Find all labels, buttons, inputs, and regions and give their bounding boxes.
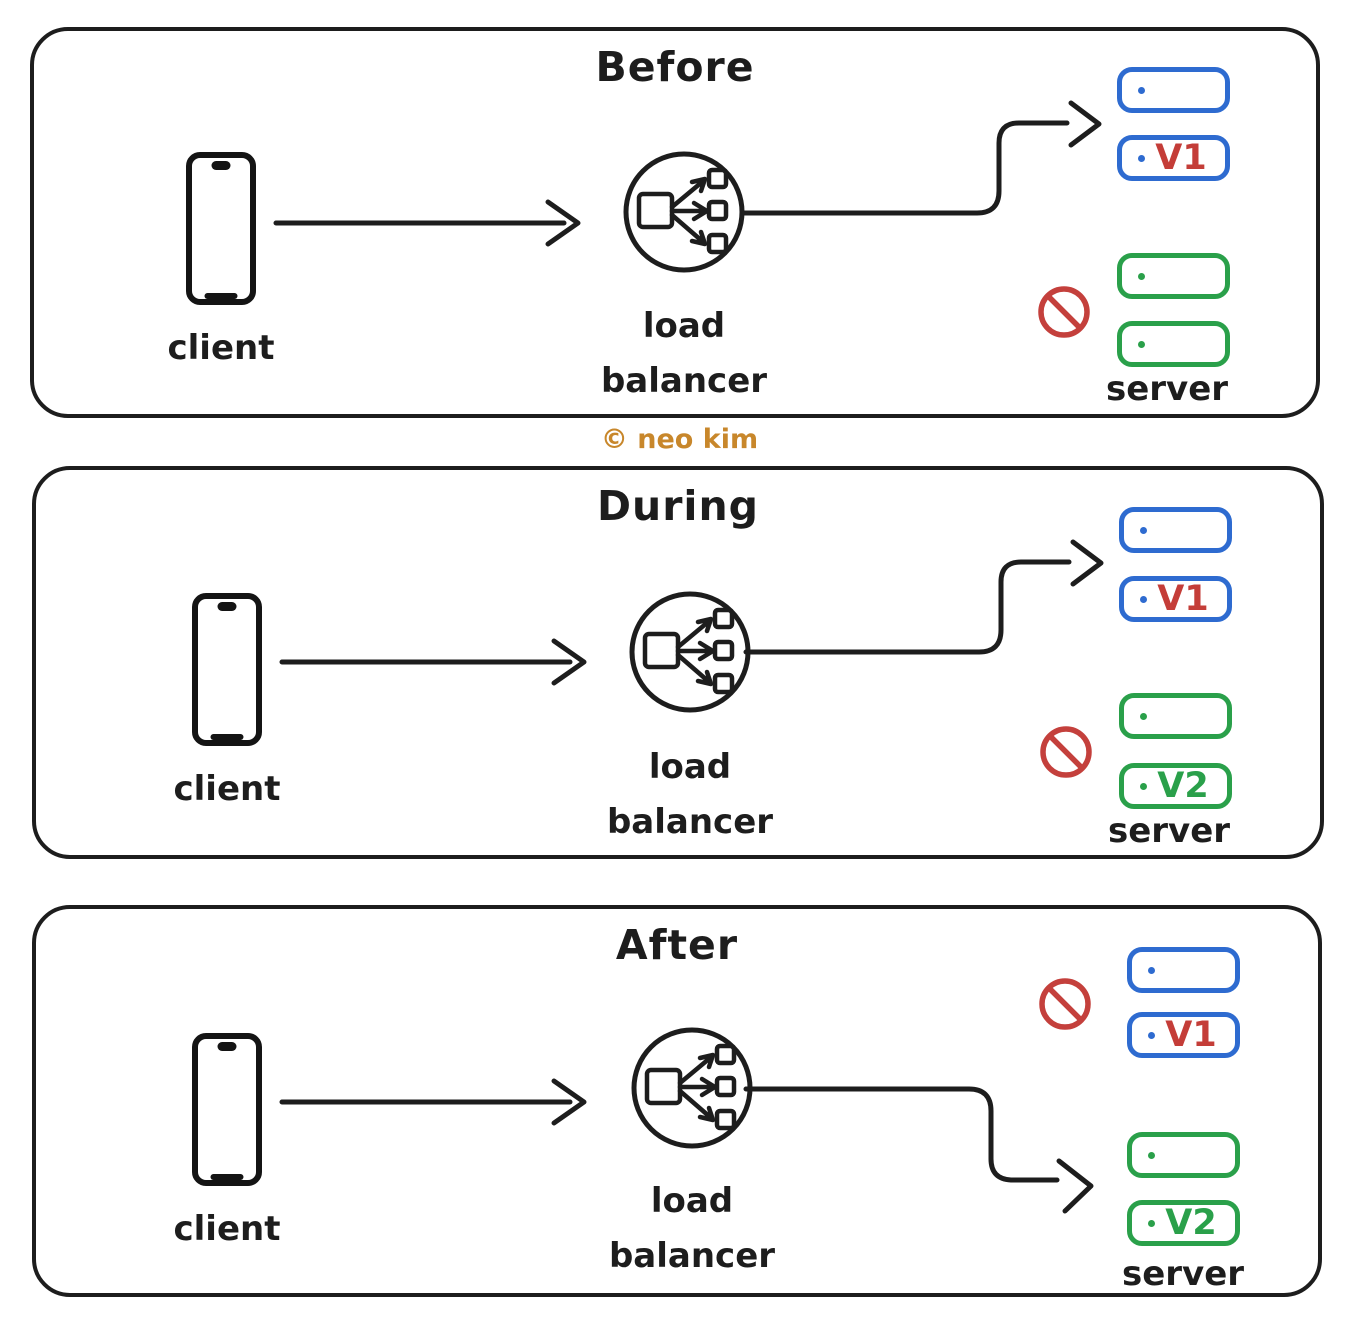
load-balancer-icon [631, 1027, 753, 1149]
green-server-1 [1127, 1132, 1240, 1178]
server-dot [1140, 526, 1147, 534]
no-entry-icon [1039, 978, 1091, 1030]
phone-home-bar [204, 293, 238, 299]
server-dot [1140, 712, 1147, 720]
blue-server-1 [1127, 947, 1240, 993]
blue-server-1 [1117, 67, 1230, 113]
server-dot [1148, 1151, 1155, 1159]
server-dot [1140, 595, 1147, 603]
server-dot [1148, 1219, 1155, 1227]
panel-title: Before [595, 43, 755, 91]
load-balancer-label-line1: load [650, 1181, 734, 1221]
client-to-loadbalancer-arrow-icon [273, 199, 581, 247]
panel-title: After [615, 921, 739, 969]
client-phone-icon [186, 152, 256, 305]
loadbalancer-to-blue-servers-arrow-icon [743, 539, 1104, 655]
server-dot [1138, 272, 1145, 280]
server-label: server [1107, 811, 1231, 851]
no-entry-icon [1040, 726, 1092, 778]
load-balancer-label-line1: load [642, 306, 726, 346]
load-balancer-label-line2: balancer [608, 1236, 776, 1276]
server-dot [1140, 782, 1147, 790]
loadbalancer-to-green-servers-arrow-icon [743, 1086, 1094, 1214]
blue-server-2: V1 [1119, 576, 1232, 622]
green-server-1 [1119, 693, 1232, 739]
client-phone-icon [192, 1033, 262, 1186]
server-label: server [1105, 369, 1229, 409]
no-entry-icon [1038, 286, 1090, 338]
load-balancer-label: load balancer [585, 740, 795, 850]
server-dot [1148, 1031, 1155, 1039]
copyright-credit: © neo kim [600, 424, 759, 455]
loadbalancer-to-blue-servers-arrow-icon [741, 100, 1102, 216]
panel-title: During [596, 482, 760, 530]
load-balancer-icon [623, 151, 745, 273]
blue-server-2: V1 [1127, 1012, 1240, 1058]
green-server-2: V2 [1127, 1200, 1240, 1246]
panel-after: After client load balancer [32, 905, 1322, 1297]
load-balancer-label: load balancer [579, 299, 789, 409]
client-to-loadbalancer-arrow-icon [279, 638, 587, 686]
load-balancer-label-line1: load [648, 747, 732, 787]
client-label: client [167, 328, 275, 368]
server-dot [1138, 340, 1145, 348]
phone-home-bar [210, 734, 244, 740]
client-phone-icon [192, 593, 262, 746]
blue-server-2: V1 [1117, 135, 1230, 181]
green-server-2: V2 [1119, 763, 1232, 809]
green-server-1 [1117, 253, 1230, 299]
blue-server-1 [1119, 507, 1232, 553]
panel-during: During client load balancer [32, 466, 1324, 859]
server-label: server [1121, 1254, 1245, 1294]
client-label: client [173, 1209, 281, 1249]
server-version: V1 [1165, 1015, 1217, 1055]
server-dot [1148, 966, 1155, 974]
server-version: V1 [1155, 138, 1207, 178]
server-version: V2 [1157, 766, 1209, 806]
panel-before: Before client load balancer [30, 27, 1320, 418]
client-label: client [173, 769, 281, 809]
phone-home-bar [210, 1174, 244, 1180]
server-version: V1 [1157, 579, 1209, 619]
load-balancer-label-line2: balancer [606, 802, 774, 842]
phone-camera-dot [217, 1042, 237, 1051]
load-balancer-label-line2: balancer [600, 361, 768, 401]
server-dot [1138, 154, 1145, 162]
client-to-loadbalancer-arrow-icon [279, 1078, 587, 1126]
load-balancer-label: load balancer [587, 1174, 797, 1284]
load-balancer-icon [629, 591, 751, 713]
server-version: V2 [1165, 1203, 1217, 1243]
phone-camera-dot [217, 602, 237, 611]
server-dot [1138, 86, 1145, 94]
green-server-2 [1117, 321, 1230, 367]
phone-camera-dot [211, 161, 231, 170]
